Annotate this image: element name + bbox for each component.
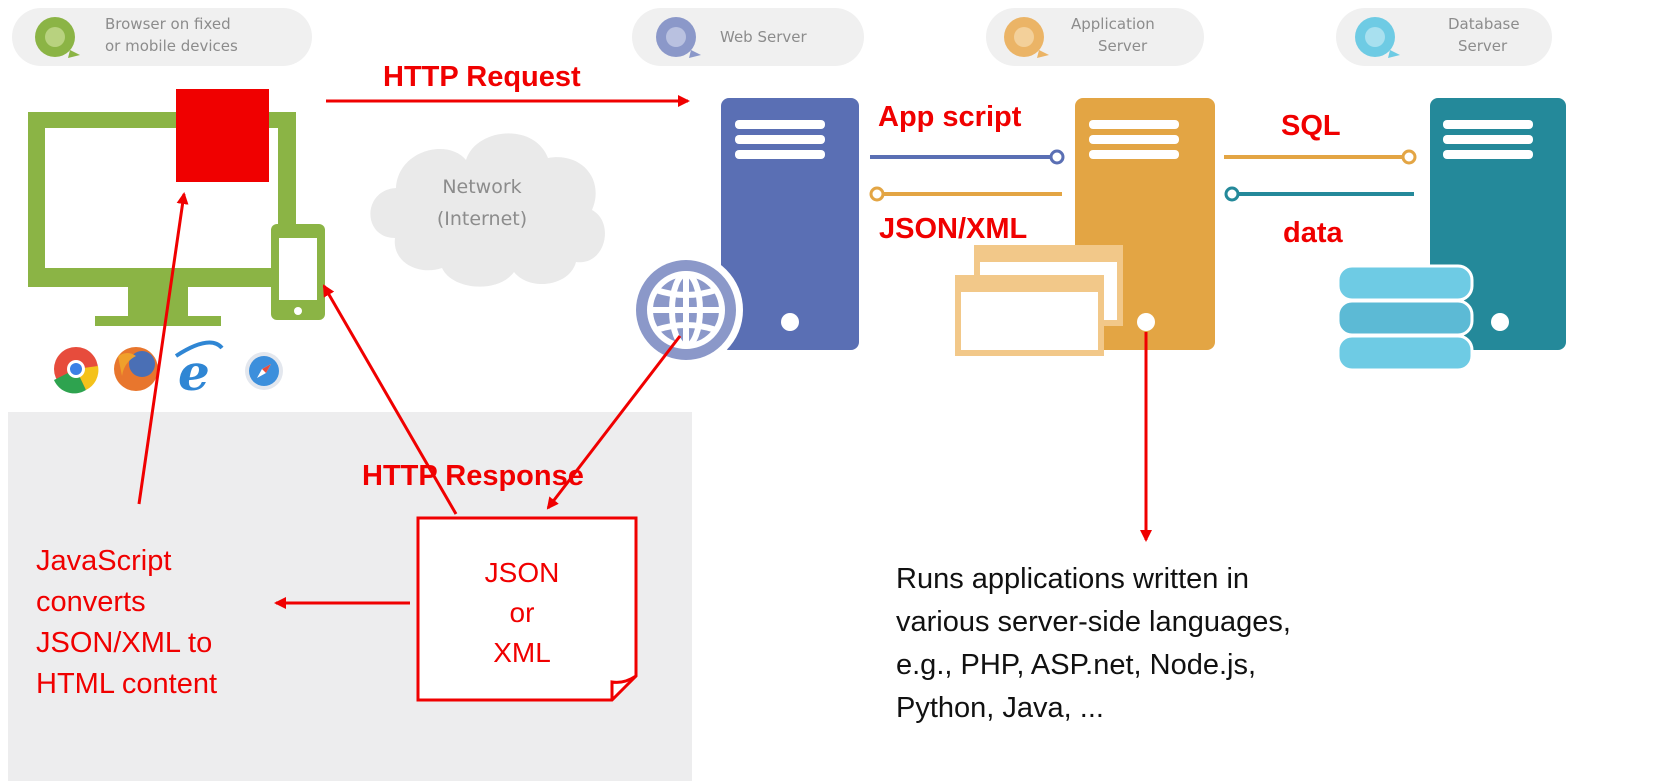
app-windows-icon (955, 245, 1123, 356)
database-stack-icon (1336, 264, 1474, 372)
javascript-note-line1: JavaScript (36, 545, 171, 577)
browser-tier-header: Browser on fixed or mobile devices (12, 8, 312, 66)
app-server-note-line3: e.g., PHP, ASP.net, Node.js, (896, 649, 1256, 681)
web-tier-label: Web Server (720, 28, 807, 46)
db-tier-label-line1: Database (1448, 15, 1520, 33)
payload-line1: JSON (485, 557, 560, 588)
web-server-tower (721, 98, 859, 350)
app-to-web-connector (869, 186, 1062, 202)
app-server-note-line4: Python, Java, ... (896, 692, 1104, 724)
app-tier-label-line1: Application (1071, 15, 1155, 33)
chrome-icon (54, 347, 99, 394)
app-tier-label-line2: Server (1098, 37, 1148, 55)
app-script-label: App script (878, 101, 1022, 133)
web-to-app-connector (870, 149, 1065, 165)
globe-icon (629, 253, 743, 367)
ie-icon: e (174, 340, 224, 402)
javascript-note-line3: JSON/XML to (36, 627, 212, 659)
payload-line3: XML (493, 637, 551, 668)
app-server-note-line2: various server-side languages, (896, 606, 1291, 638)
http-response-label: HTTP Response (362, 460, 584, 492)
browser-tier-label-line2: or mobile devices (105, 37, 238, 55)
json-xml-label: JSON/XML (879, 213, 1027, 245)
db-to-app-connector (1224, 186, 1414, 202)
app-to-db-connector (1224, 149, 1417, 165)
rendered-content-block (176, 89, 269, 182)
javascript-note-line2: converts (36, 586, 146, 618)
mobile-phone-icon (271, 224, 325, 320)
db-tier-label-line2: Server (1458, 37, 1508, 55)
javascript-note-line4: HTML content (36, 668, 217, 700)
network-label-line2: (Internet) (437, 208, 527, 230)
safari-icon (245, 352, 283, 390)
firefox-icon (114, 347, 158, 391)
http-response-arrow (546, 335, 682, 510)
app-tier-header: Application Server (986, 8, 1204, 66)
app-server-note-line1: Runs applications written in (896, 563, 1249, 595)
payload-line2: or (510, 597, 535, 628)
http-request-label: HTTP Request (383, 61, 581, 93)
javascript-to-content-arrow (137, 192, 189, 505)
network-label-line1: Network (442, 176, 521, 198)
network-cloud: Network (Internet) (370, 133, 605, 287)
data-label: data (1283, 217, 1344, 249)
browser-tier-label-line1: Browser on fixed (105, 15, 231, 33)
app-server-note: Runs applications written in various ser… (896, 563, 1291, 724)
response-to-phone-arrow (322, 284, 458, 515)
javascript-note: JavaScript converts JSON/XML to HTML con… (36, 545, 217, 700)
sql-label: SQL (1281, 110, 1341, 142)
payload-document: JSON or XML (416, 516, 638, 702)
web-tier-header: Web Server (632, 8, 864, 66)
db-tier-header: Database Server (1336, 8, 1552, 66)
